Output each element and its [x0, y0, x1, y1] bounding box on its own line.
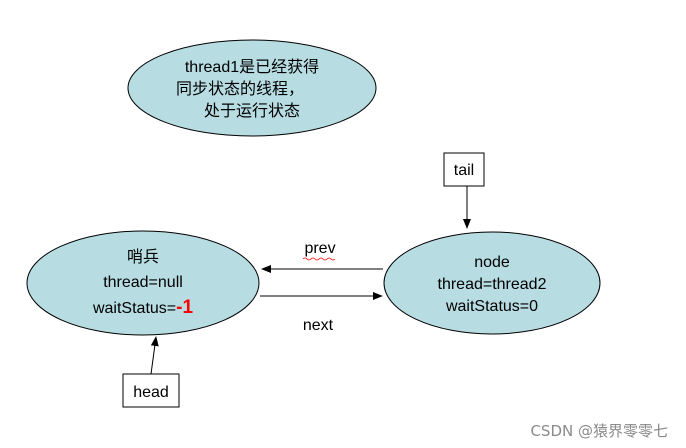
- prev-spellcheck-squiggle: [302, 257, 336, 261]
- tail-label: tail: [454, 162, 474, 179]
- node-wait-status: waitStatus=0: [445, 298, 538, 315]
- csdn-watermark: CSDN @猿界零零七: [530, 422, 668, 440]
- tail-box: [443, 152, 485, 187]
- callout-line-1: thread1是已经获得: [185, 58, 319, 76]
- node-thread: thread=thread2: [438, 276, 547, 293]
- callout-line-3: 处于运行状态: [204, 102, 300, 120]
- callout-ellipse: [127, 39, 377, 137]
- head-pointer: head: [122, 336, 180, 408]
- sentinel-title: 哨兵: [127, 248, 159, 266]
- sentinel-wait-status: waitStatus=-1: [92, 297, 193, 318]
- node-ellipse: [383, 231, 601, 335]
- node-title: node: [474, 254, 510, 271]
- head-label: head: [133, 384, 169, 401]
- callout-bubble: thread1是已经获得 同步状态的线程， 处于运行状态: [127, 39, 377, 137]
- sentinel-node: 哨兵 thread=null waitStatus=-1: [26, 230, 260, 336]
- prev-label: prev: [304, 240, 335, 257]
- sentinel-thread: thread=null: [103, 274, 183, 291]
- next-link: next: [260, 292, 383, 334]
- sentinel-wait-value: -1: [176, 297, 193, 318]
- sentinel-wait-prefix: waitStatus=: [92, 300, 176, 317]
- thread2-node: node thread=thread2 waitStatus=0: [383, 231, 601, 335]
- tail-pointer: tail: [443, 152, 485, 229]
- head-arrow: [150, 336, 159, 375]
- callout-line-2: 同步状态的线程，: [176, 80, 304, 98]
- head-box: [122, 373, 180, 408]
- next-label: next: [303, 317, 334, 334]
- prev-link: prev: [261, 240, 383, 273]
- sentinel-ellipse: [26, 230, 260, 336]
